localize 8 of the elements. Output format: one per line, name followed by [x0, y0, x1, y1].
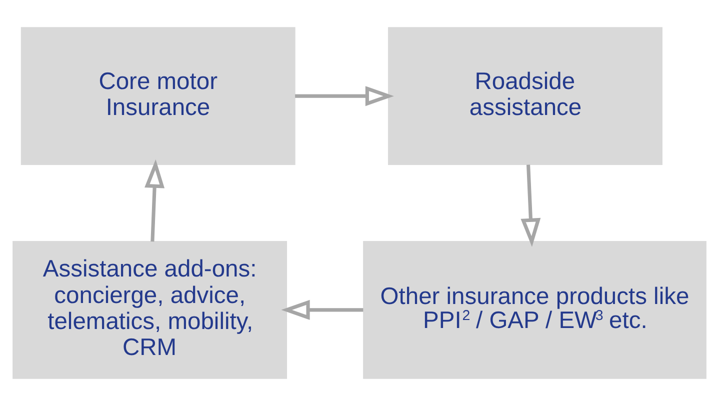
- node-box: Roadside assistance: [388, 27, 662, 165]
- arrow: [144, 159, 165, 242]
- node-box: Core motor Insurance: [20, 27, 296, 165]
- arrow: [295, 86, 394, 106]
- arrow: [520, 164, 541, 247]
- node-box: Other insurance products like PPI$^{2}$ / GAP / EW$^{3}$ etc.: [363, 241, 706, 379]
- node-box: Assistance add-ons: concierge, advice, telematics, mobility, CRM: [12, 241, 288, 379]
- arrow: [281, 300, 364, 320]
